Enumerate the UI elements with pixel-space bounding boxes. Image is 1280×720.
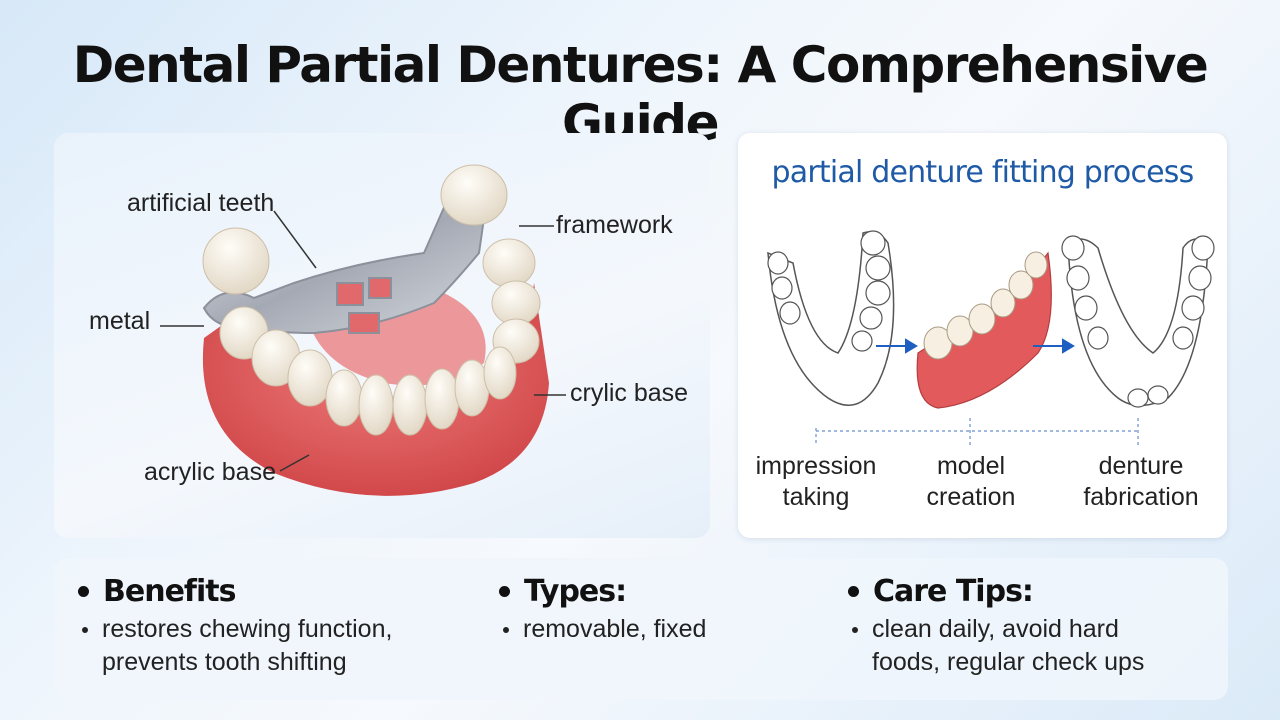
tooth [287, 349, 333, 407]
denture-teeth [1061, 235, 1215, 408]
partial-denture-illustration [160, 164, 566, 496]
label-artificial-teeth: artificial teeth [127, 189, 275, 217]
process-arrow [876, 338, 918, 354]
bullet-icon [82, 627, 88, 633]
benefits-line: prevents tooth shifting [102, 648, 347, 676]
process-title: partial denture fitting process [771, 155, 1195, 190]
tooth [424, 368, 460, 430]
tooth [358, 374, 394, 436]
tooth [202, 227, 270, 295]
bullet-icon [499, 586, 510, 597]
types-heading: Types: [524, 574, 627, 609]
model-teeth [923, 251, 1048, 360]
tooth [482, 238, 536, 288]
process-arrow [1033, 338, 1075, 354]
care-line: foods, regular check ups [872, 648, 1145, 676]
label-acrylic-base-right: crylic base [570, 379, 689, 407]
acrylic-base [202, 283, 549, 496]
bullet-icon [848, 586, 859, 597]
denture-illustration-panel: artificial teeth framework metal crylic … [54, 133, 710, 538]
impression-teeth [767, 230, 891, 352]
label-acrylic-base-bottom: acrylic base [144, 458, 276, 486]
benefits-line: restores chewing function, [102, 615, 393, 643]
denture-outline [1067, 238, 1209, 407]
bullet-icon [78, 586, 89, 597]
types-line: removable, fixed [523, 615, 707, 643]
care-heading: Care Tips: [873, 574, 1034, 609]
label-framework: framework [556, 211, 673, 239]
care-tips-section: Care Tips: clean daily, avoid hard foods… [848, 574, 1208, 679]
framework-window [336, 282, 364, 306]
step-denture-fabrication: denture fabrication [1083, 452, 1199, 511]
bullet-icon [852, 627, 858, 633]
benefits-heading: Benefits [103, 574, 236, 609]
tooth [440, 164, 508, 226]
fitting-process-panel: partial denture fitting process [738, 133, 1227, 538]
page-title: Dental Partial Dentures: A Comprehensive… [72, 36, 1209, 152]
step-impression-taking: impression taking [755, 452, 877, 511]
process-illustration [767, 230, 1215, 445]
info-panel: Benefits restores chewing function, prev… [54, 558, 1228, 700]
impression-outline [767, 231, 895, 406]
leader-line [279, 454, 310, 472]
tooth [483, 346, 517, 400]
tooth [491, 280, 541, 326]
tooth [392, 374, 428, 436]
label-metal: metal [89, 307, 151, 335]
step-connectors [815, 418, 1139, 445]
bullet-icon [503, 627, 509, 633]
care-line: clean daily, avoid hard [872, 615, 1119, 643]
types-section: Types: removable, fixed [499, 574, 819, 646]
leader-line [273, 210, 317, 269]
framework-window [348, 312, 380, 334]
step-model-creation: model creation [926, 452, 1016, 511]
tooth [325, 369, 363, 427]
benefits-section: Benefits restores chewing function, prev… [78, 574, 458, 679]
framework-window [368, 277, 392, 299]
